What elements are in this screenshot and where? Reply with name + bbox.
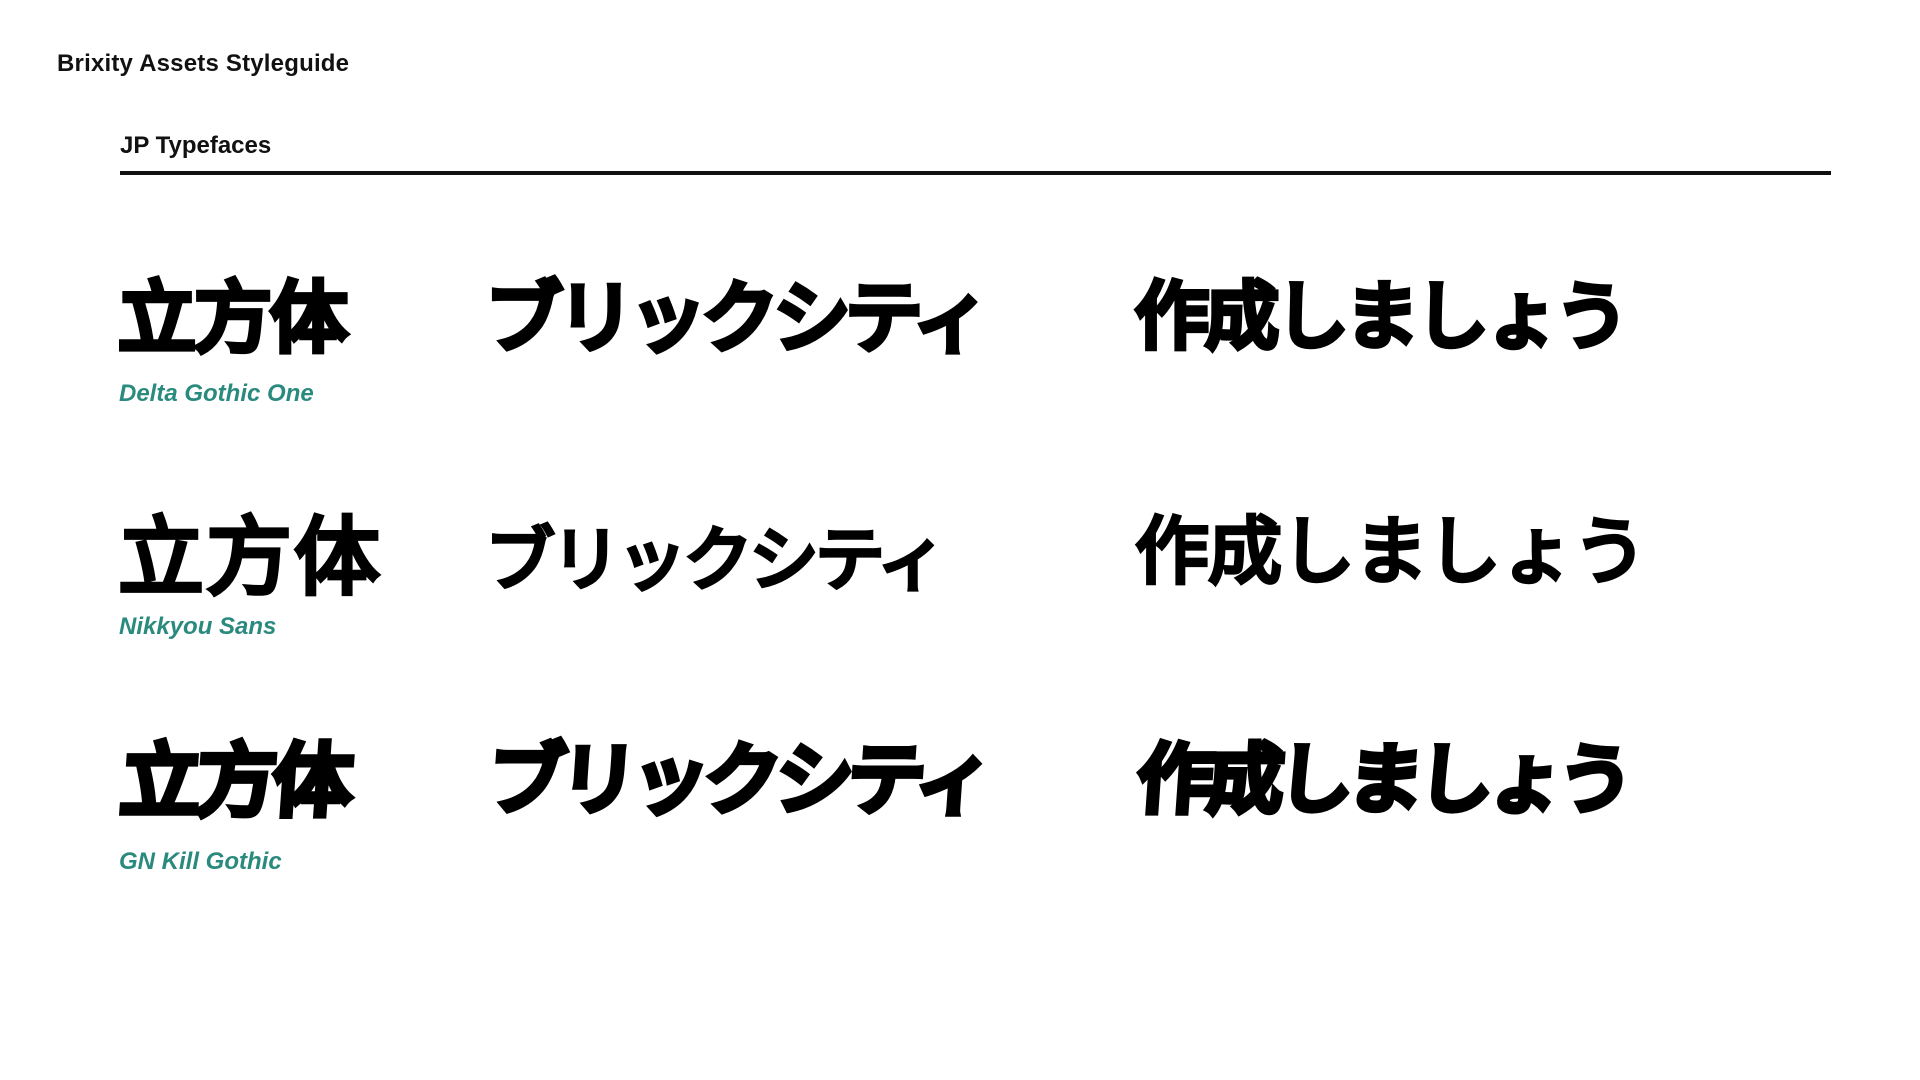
section-divider <box>120 171 1831 175</box>
typeface-name-label: Delta Gothic One <box>119 380 314 407</box>
section-title: JP Typefaces <box>120 132 272 159</box>
typeface-sample-hiragana: 作成しましょう <box>1132 733 1633 827</box>
page-title: Brixity Assets Styleguide <box>57 50 350 77</box>
typeface-sample-hiragana: 作成しましょう <box>1134 509 1648 595</box>
typeface-sample-kanji: 立方体 <box>116 274 350 364</box>
typeface-name-label: GN Kill Gothic <box>119 848 282 875</box>
typeface-row-gn-kill-gothic: 立方体 ブリックシティ 作成しましょう GN Kill Gothic <box>0 733 1920 912</box>
typeface-name-label: Nikkyou Sans <box>119 613 277 640</box>
typeface-row-nikkyou-sans: 立方体 ブリックシティ 作成しましょう Nikkyou Sans <box>0 508 1920 685</box>
typeface-row-delta-gothic-one: 立方体 ブリックシティ 作成しましょう Delta Gothic One <box>0 274 1920 450</box>
typeface-sample-kanji: 立方体 <box>117 508 382 608</box>
typeface-sample-kanji: 立方体 <box>115 733 355 831</box>
typeface-sample-hiragana: 作成しましょう <box>1133 274 1631 360</box>
typeface-sample-katakana: ブリックシティ <box>482 734 993 829</box>
typeface-sample-katakana: ブリックシティ <box>484 519 948 601</box>
typeface-sample-katakana: ブリックシティ <box>483 274 992 364</box>
